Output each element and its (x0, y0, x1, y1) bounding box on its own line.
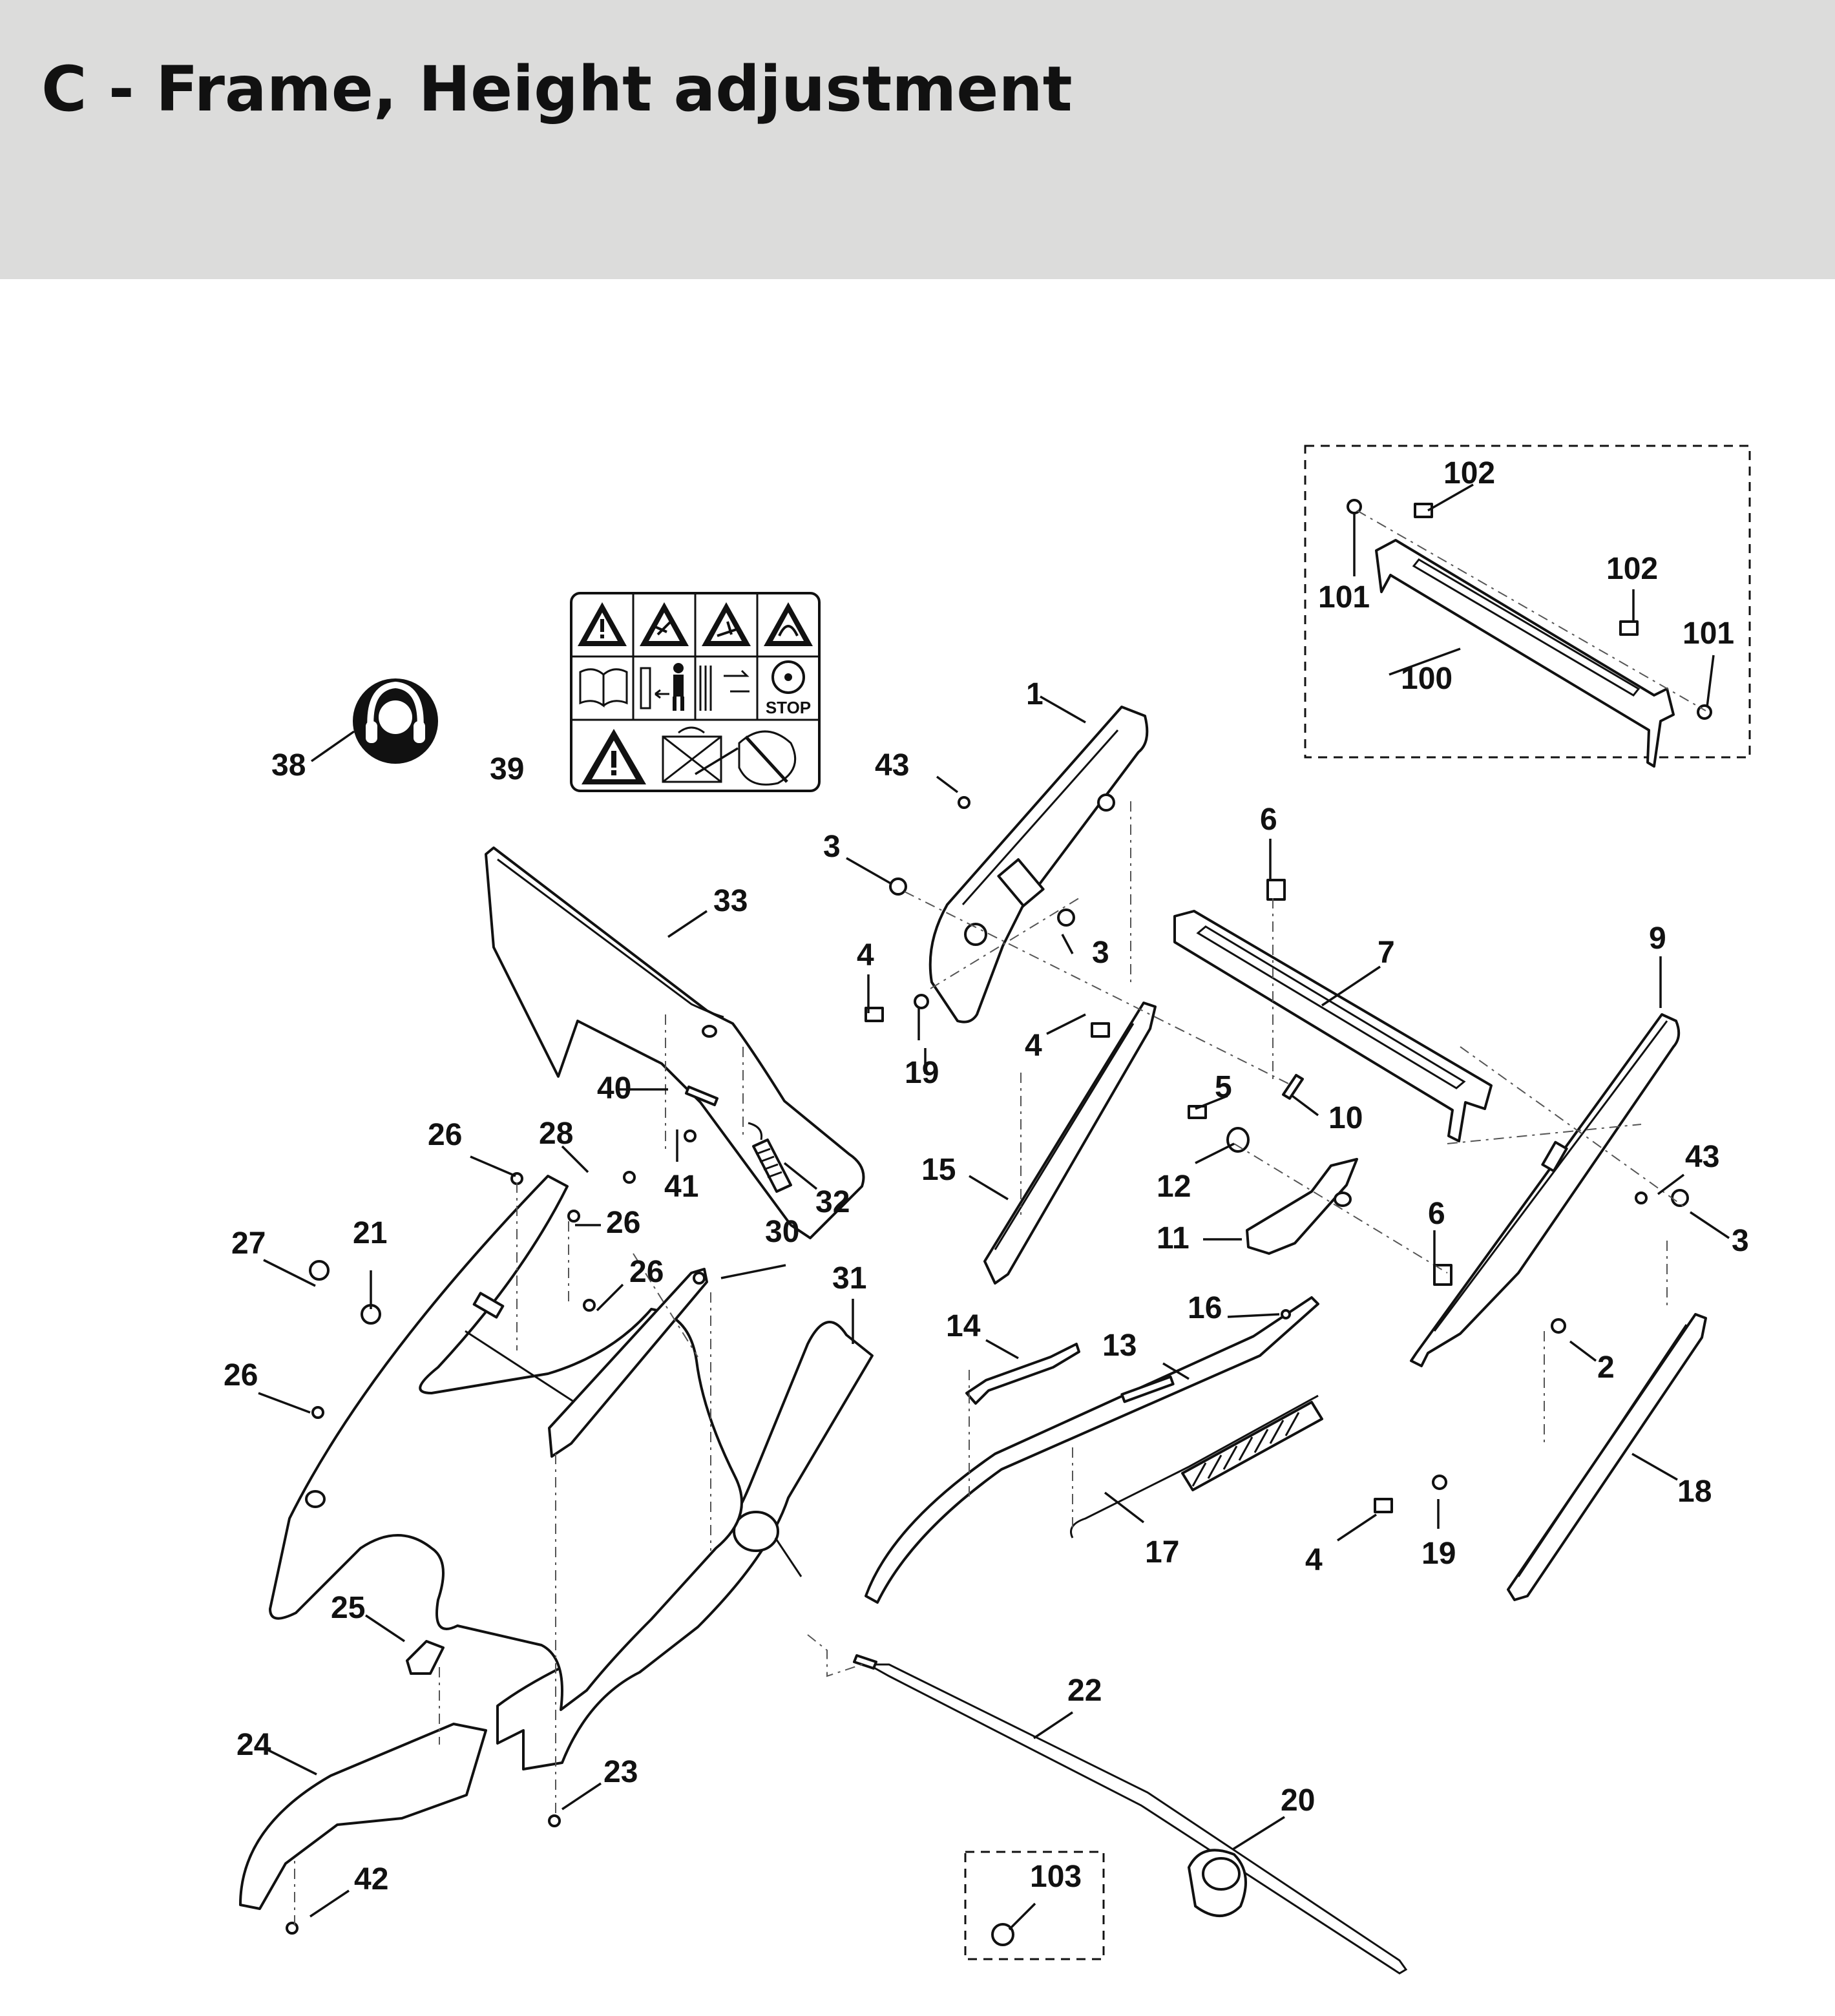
callout-102b: 102 (1606, 552, 1658, 586)
callout-4b: 4 (1025, 1029, 1042, 1063)
callout-3c: 3 (1732, 1224, 1749, 1258)
callout-20: 20 (1281, 1783, 1315, 1818)
callout-31: 31 (832, 1261, 866, 1296)
callout-11: 11 (1157, 1221, 1190, 1255)
callout-6a: 6 (1260, 803, 1277, 837)
cross-bar-100 (1375, 539, 1675, 768)
callout-7: 7 (1378, 936, 1395, 970)
callout-21: 21 (353, 1216, 387, 1250)
callout-30: 30 (765, 1215, 799, 1249)
cable-tie-14 (965, 1343, 1080, 1405)
hearing-protection-icon (353, 678, 438, 764)
callout-43a: 43 (875, 748, 909, 782)
callout-40: 40 (597, 1071, 631, 1106)
callout-15: 15 (921, 1153, 956, 1187)
callout-12: 12 (1157, 1170, 1191, 1204)
callout-14: 14 (946, 1309, 981, 1343)
height-bracket-9 (1410, 1013, 1681, 1367)
callout-100: 100 (1401, 662, 1452, 696)
callout-26c: 26 (629, 1255, 664, 1289)
callout-4a: 4 (857, 938, 874, 972)
callout-27: 27 (231, 1226, 266, 1261)
callout-42: 42 (354, 1862, 388, 1896)
callout-labels: 1 2 3 3 3 4 4 4 5 6 6 7 9 10 11 12 13 14… (224, 456, 1749, 1896)
page-title: C - Frame, Height adjustment (41, 53, 1073, 125)
pin-40 (685, 1086, 718, 1106)
spring-17 (1070, 1394, 1323, 1538)
callout-101a: 101 (1318, 580, 1370, 614)
frame-body (269, 1175, 743, 1711)
callout-102a: 102 (1443, 456, 1495, 490)
callout-26d: 26 (224, 1358, 258, 1392)
callout-19a: 19 (905, 1056, 939, 1090)
callout-43b: 43 (1685, 1140, 1719, 1174)
callout-22: 22 (1067, 1674, 1102, 1708)
callout-23: 23 (603, 1755, 638, 1789)
slide-plate-18 (1507, 1313, 1707, 1601)
callout-103: 103 (1030, 1860, 1082, 1894)
callout-38: 38 (271, 748, 306, 782)
callout-16: 16 (1188, 1291, 1222, 1325)
lever-11 (1246, 1158, 1358, 1255)
callout-3b: 3 (1092, 936, 1109, 970)
kit-box-100 (1304, 445, 1751, 759)
callout-2: 2 (1597, 1350, 1615, 1385)
hardware-small-parts (286, 499, 1712, 1946)
rod-22 (853, 1654, 1408, 1975)
cap-25 (406, 1640, 445, 1675)
callout-1: 1 (1026, 677, 1043, 711)
callout-6b: 6 (1428, 1197, 1445, 1231)
kit-box-103 (964, 1851, 1105, 1960)
callout-26b: 26 (606, 1206, 640, 1240)
height-bracket-1 (928, 706, 1149, 1024)
callout-39: 39 (490, 752, 524, 786)
callout-101b: 101 (1683, 616, 1734, 651)
callout-10: 10 (1328, 1101, 1363, 1135)
slide-plate-15 (983, 1002, 1157, 1285)
header-band (0, 0, 1835, 279)
callout-9: 9 (1649, 921, 1666, 956)
grip-24 (239, 1723, 487, 1910)
knob-20 (1188, 1849, 1247, 1917)
assembly-lines (294, 510, 1706, 1926)
callout-17: 17 (1145, 1535, 1179, 1570)
bar-30 (548, 1268, 708, 1458)
spring-32 (748, 1122, 792, 1193)
callout-3a: 3 (823, 830, 841, 864)
sticker-stop-text: STOP (766, 698, 811, 717)
warning-label-sticker: STOP (570, 592, 821, 792)
leader-lines (258, 483, 1730, 1931)
callout-5: 5 (1215, 1070, 1232, 1104)
callout-26a: 26 (428, 1118, 462, 1152)
lever-rod-13 (865, 1296, 1319, 1604)
callout-41: 41 (664, 1170, 698, 1204)
callout-18: 18 (1677, 1475, 1712, 1509)
callout-33: 33 (713, 884, 748, 918)
callout-4c: 4 (1305, 1543, 1323, 1577)
callout-13: 13 (1102, 1328, 1137, 1363)
callout-32: 32 (815, 1185, 850, 1219)
cross-bar-7 (1173, 910, 1493, 1142)
callout-24: 24 (236, 1728, 271, 1762)
callout-25: 25 (331, 1591, 365, 1625)
callout-19b: 19 (1421, 1537, 1456, 1571)
callout-28: 28 (539, 1117, 573, 1151)
